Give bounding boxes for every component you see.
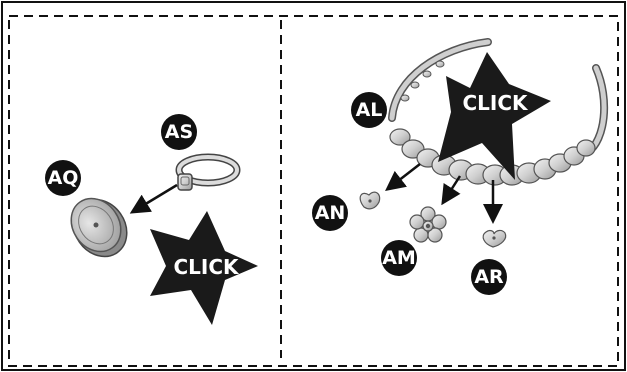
disc-part [70,197,128,258]
headband-part [388,38,609,186]
label-an: AN [315,202,346,224]
left-panel: AS AQ CLICK [45,114,258,325]
label-badge-aq: AQ [45,160,81,196]
ring-part [175,153,241,191]
click-star-right[interactable]: CLICK [438,52,551,180]
label-ar: AR [474,266,504,288]
label-badge-an: AN [312,195,348,231]
arrow-band-to-am [441,175,462,206]
heart-charm-ar [482,229,507,248]
click-label-right: CLICK [462,91,529,115]
label-badge-as: AS [161,114,197,150]
heart-charm-an [359,191,381,210]
label-as: AS [165,121,193,143]
label-al: AL [356,99,383,121]
label-aq: AQ [48,167,79,189]
label-badge-al: AL [351,92,387,128]
arrow-band-to-an [385,163,421,192]
label-badge-am: AM [381,240,417,276]
click-label-left: CLICK [173,255,240,279]
dashed-border [8,15,619,367]
flower-charm-am [409,206,447,243]
click-star-left[interactable]: CLICK [150,211,258,325]
arrow-ring-to-disc [129,183,178,214]
right-panel: CLICK AL [312,38,609,295]
label-badge-ar: AR [471,259,507,295]
label-am: AM [382,247,416,269]
